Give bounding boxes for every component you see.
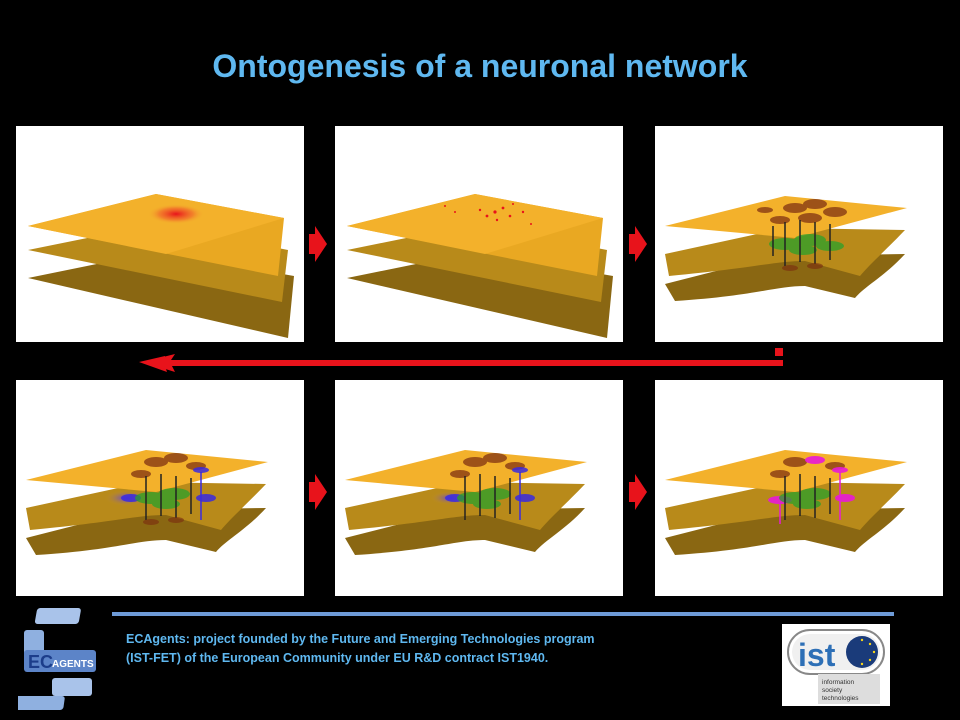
funding-line-1: ECAgents: project founded by the Future … xyxy=(126,632,595,646)
stage-panel-6 xyxy=(655,380,943,596)
return-arrow xyxy=(135,344,787,376)
stage-panel-2 xyxy=(335,126,623,342)
agents-logo-text: AGENTS xyxy=(52,659,94,670)
arrow-right-4 xyxy=(627,474,649,510)
ecagents-logo: EC AGENTS xyxy=(18,604,100,716)
funding-notice: ECAgents: project founded by the Future … xyxy=(126,630,766,668)
ec-logo-text: EC xyxy=(28,652,53,672)
footer-divider xyxy=(112,612,894,616)
ist-logo: ist information society technologies xyxy=(782,624,890,706)
ist-caption-2: society xyxy=(822,687,843,694)
ist-caption-3: technologies xyxy=(822,695,859,702)
funding-line-2: (IST-FET) of the European Community unde… xyxy=(126,651,549,665)
stage-panel-1 xyxy=(16,126,304,342)
stage-panel-5 xyxy=(335,380,623,596)
stage-panel-4 xyxy=(16,380,304,596)
slide-title: Ontogenesis of a neuronal network xyxy=(212,48,748,84)
stage-panel-3 xyxy=(655,126,943,342)
arrow-right-2 xyxy=(627,226,649,262)
ist-caption-1: information xyxy=(822,679,855,686)
arrow-right-3 xyxy=(307,474,329,510)
arrow-right-1 xyxy=(307,226,329,262)
ist-logo-text: ist xyxy=(798,637,836,673)
